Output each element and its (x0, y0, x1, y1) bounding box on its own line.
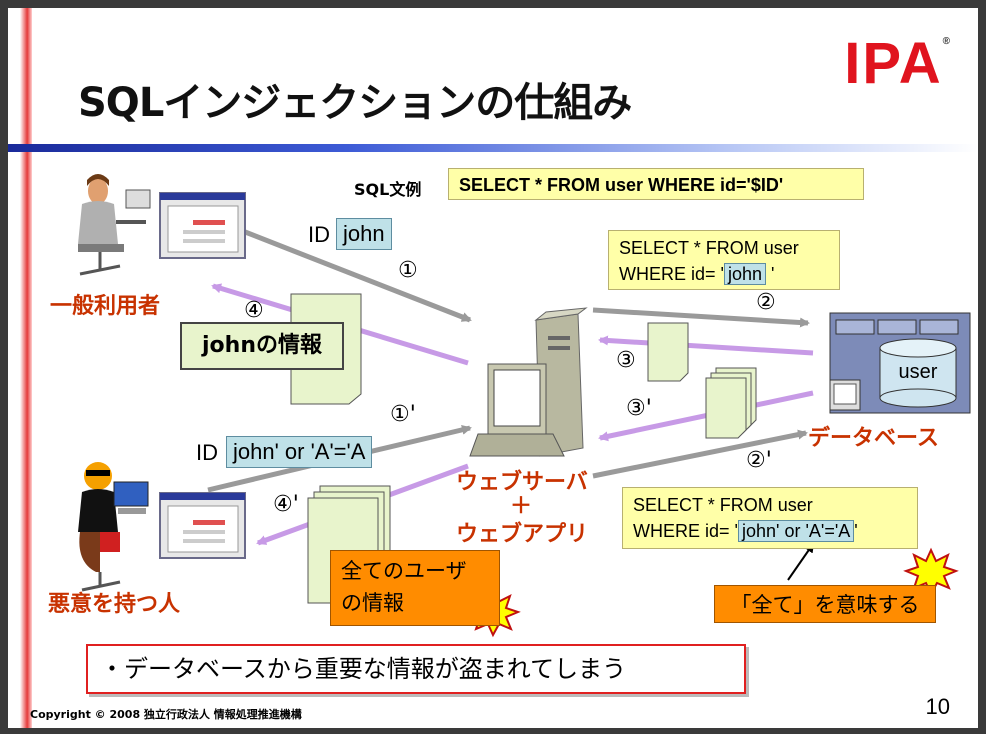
query-normal-value: john (723, 263, 766, 285)
id-value-malicious: john' or 'A'='A (226, 436, 373, 468)
malicious-user-icon (78, 462, 149, 592)
diagram-graphics (78, 174, 971, 638)
query-mal-where: WHERE id= ' (633, 521, 738, 541)
id-value-normal: john (336, 218, 392, 250)
query-mal-suffix: ' (854, 521, 858, 541)
arrow-1-request (239, 227, 472, 323)
step-1p-label: ①' (390, 402, 416, 427)
server-plus-label: ＋ (510, 494, 533, 519)
id-prefix-malicious: ID (196, 440, 218, 465)
pointer-arrow (787, 542, 815, 581)
query-mal-value: john' or 'A'='A (737, 520, 855, 542)
step-4p-label: ④' (273, 492, 299, 517)
browser-window-malicious (159, 492, 246, 559)
copyright-text: Copyright © 2008 独立行政法人 情報処理推進機構 (30, 708, 302, 721)
malicious-user-label: 悪意を持つ人 (48, 592, 181, 617)
step-3p-label: ③' (626, 396, 652, 421)
step-2p-label: ②' (746, 448, 772, 473)
sql-example-label: SQL文例 (354, 180, 422, 199)
all-users-info-line2: の情報 (341, 591, 404, 615)
arrow-2-query (592, 307, 810, 328)
query-normal-suffix: ' (771, 264, 775, 284)
arrow-2p-query (592, 429, 808, 479)
step-4-label: ④ (244, 298, 264, 323)
query-box-normal: SELECT * FROM user WHERE id= 'john ' (608, 230, 840, 290)
database-server-icon (829, 312, 971, 414)
query-normal-line2: WHERE id= 'john ' (619, 261, 829, 287)
query-box-malicious: SELECT * FROM user WHERE id= 'john' or '… (622, 487, 918, 549)
step-2-label: ② (756, 290, 776, 315)
all-users-info-box: 全てのユーザ の情報 (330, 550, 500, 626)
document-result-single (647, 322, 689, 382)
means-all-box: 「全て」を意味する (714, 585, 936, 623)
step-1-label: ① (398, 258, 418, 283)
id-prefix-normal: ID (308, 222, 330, 247)
normal-user-icon (78, 174, 151, 276)
step-3-label: ③ (616, 348, 636, 373)
logo-text: IPA (844, 31, 943, 96)
left-accent-stripe (20, 8, 32, 728)
browser-window-normal (159, 192, 246, 259)
web-server-icon (469, 307, 588, 457)
query-mal-line1: SELECT * FROM user (633, 495, 813, 515)
arrow-3-result (598, 335, 814, 356)
web-server-label: ウェブサーバ (456, 470, 588, 495)
summary-box: ・データベースから重要な情報が盗まれてしまう (86, 644, 746, 694)
ipa-logo: IPA® (844, 30, 952, 97)
title-underline-bar (8, 144, 978, 152)
john-info-label: johnの情報 (180, 322, 344, 370)
page-number: 10 (925, 694, 950, 719)
normal-user-label: 一般利用者 (50, 294, 161, 319)
slide: SQLインジェクションの仕組み IPA® (8, 8, 978, 728)
db-table-label: user (898, 361, 938, 383)
all-users-info-line1: 全てのユーザ (341, 559, 467, 583)
sql-example-box: SELECT * FROM user WHERE id='$ID' (448, 168, 864, 200)
query-mal-line2: WHERE id= 'john' or 'A'='A' (633, 518, 907, 544)
query-normal-where: WHERE id= ' (619, 264, 724, 284)
web-app-label: ウェブアプリ (456, 522, 589, 547)
document-result-multiple (705, 367, 757, 439)
registered-mark: ® (942, 36, 952, 47)
database-label: データベース (808, 426, 939, 451)
slide-title: SQLインジェクションの仕組み (78, 80, 632, 126)
query-normal-line1: SELECT * FROM user (619, 238, 799, 258)
